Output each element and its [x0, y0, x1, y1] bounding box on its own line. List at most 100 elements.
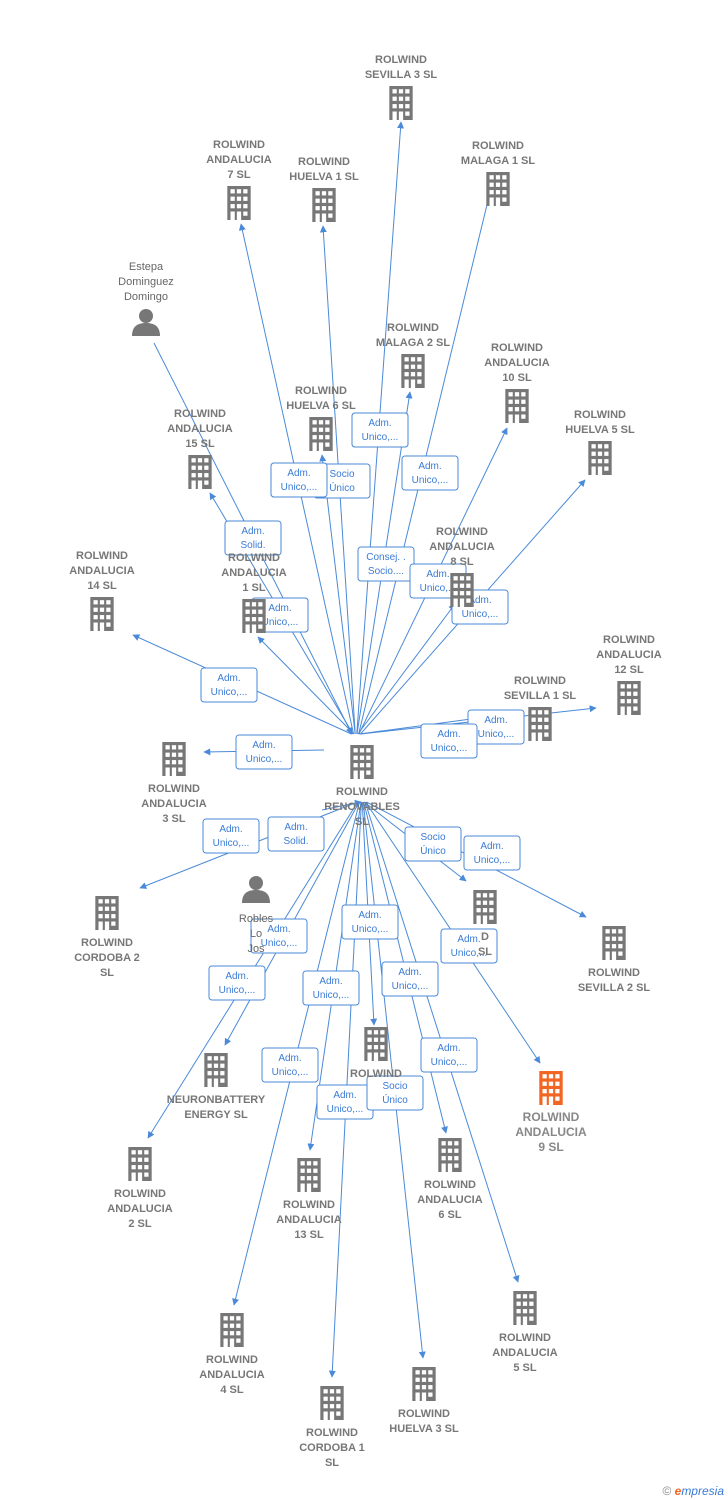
node-label: ROLWIND	[603, 634, 655, 646]
relation-label-line: Adm.	[284, 822, 307, 833]
node-label: ANDALUCIA	[484, 357, 549, 369]
building-icon	[412, 1367, 436, 1401]
relation-label-line: Adm.	[319, 976, 342, 987]
relation-label-andalucia9[interactable]: Adm.Unico,...	[440, 928, 498, 964]
node-label: ROLWIND	[398, 1408, 450, 1420]
node-label: CORDOBA 2	[74, 952, 140, 964]
footer-brand[interactable]: © empresia	[662, 1484, 724, 1498]
node-label: 9 SL	[538, 1140, 563, 1154]
node-label: 8 SL	[450, 556, 474, 568]
relation-label-robles[interactable]: Adm. Solid.	[267, 816, 325, 852]
node-label: D	[481, 931, 489, 943]
relation-label-andalucia10[interactable]: Adm.Unico,...	[401, 455, 459, 491]
building-icon	[312, 188, 336, 222]
edge-andalucia1	[257, 636, 355, 735]
relation-label-cordoba1[interactable]: Adm.Unico,...	[316, 1084, 374, 1120]
building-icon	[297, 1158, 321, 1192]
relation-label-andalucia2[interactable]: Adm.Unico,...	[250, 918, 308, 954]
relation-label-line: Unico,...	[392, 981, 429, 992]
relation-label-andalucia4[interactable]: Adm.Unico,...	[261, 1047, 319, 1083]
building-icon	[320, 1386, 344, 1420]
relation-label-line: Solid.	[240, 540, 265, 551]
relation-label-andalucia3[interactable]: Adm.Unico,...	[235, 734, 293, 770]
relation-label-andalucia5[interactable]: Adm.Unico,...	[420, 1037, 478, 1073]
node-label: SEVILLA 2 SL	[578, 982, 651, 994]
relation-label-sevilla2[interactable]: Adm.Unico,...	[463, 835, 521, 871]
relation-label-line: Unico,...	[272, 1067, 309, 1078]
relation-label-neuron[interactable]: Adm.Unico,...	[208, 965, 266, 1001]
relation-label-andalucia1[interactable]: Adm.Unico,...	[251, 597, 309, 633]
relation-label-sevilla1[interactable]: Adm.Unico,...	[420, 723, 478, 759]
relation-label-line: Solid.	[283, 836, 308, 847]
relation-label-malaga1[interactable]: Consej. .Socio....	[357, 546, 415, 582]
node-label: ROLWIND	[350, 1068, 402, 1080]
copyright-symbol: ©	[662, 1484, 672, 1498]
node-huelva2[interactable]: DSL	[473, 890, 497, 958]
node-andalucia10[interactable]: ROLWIND ANDALUCIA 10 SL	[484, 342, 550, 423]
node-rolwindX[interactable]: ROLWIND	[350, 1027, 402, 1080]
relation-label-line: Unico,...	[420, 583, 457, 594]
relation-label-huelva6[interactable]: Adm.Unico,...	[270, 462, 328, 498]
building-icon	[486, 172, 510, 206]
node-label: 10 SL	[502, 372, 532, 384]
relation-label-andalucia12[interactable]: Adm.Unico,...	[467, 709, 525, 745]
relation-label-line: Unico,...	[451, 948, 488, 959]
node-label: ROLWIND	[114, 1188, 166, 1200]
relation-label-andalucia14[interactable]: Adm.Unico,...	[200, 667, 258, 703]
edge-andalucia8	[357, 603, 456, 735]
node-label: Dominguez	[118, 276, 174, 288]
relation-label-cordoba2[interactable]: Adm.Unico,...	[202, 818, 260, 854]
node-label: Jos	[247, 943, 265, 955]
node-label: SL	[325, 1457, 339, 1469]
node-label: ROLWIND	[491, 342, 543, 354]
node-label: HUELVA 1 SL	[289, 171, 359, 183]
node-label: ROLWIND	[424, 1179, 476, 1191]
relation-label-malaga2[interactable]: Adm.Unico,...	[351, 412, 409, 448]
relation-label-line: Adm.	[241, 526, 264, 537]
relation-label-line: Adm.	[267, 924, 290, 935]
relation-label-andalucia6[interactable]: Adm.Unico,...	[381, 961, 439, 997]
node-label: ROLWIND	[295, 385, 347, 397]
relation-label-line: Unico,...	[219, 985, 256, 996]
relation-label-line: Adm.	[217, 673, 240, 684]
node-label: 13 SL	[294, 1229, 324, 1241]
relation-label-estepa[interactable]: Adm. Solid.	[224, 520, 282, 556]
relation-label-rolwindX[interactable]: Adm.Unico,...	[341, 904, 399, 940]
relation-label-andalucia13[interactable]: Adm.Unico,...	[302, 970, 360, 1006]
node-label: ROLWIND	[436, 526, 488, 538]
relation-label-line: Adm.	[368, 418, 391, 429]
node-label: 14 SL	[87, 580, 117, 592]
